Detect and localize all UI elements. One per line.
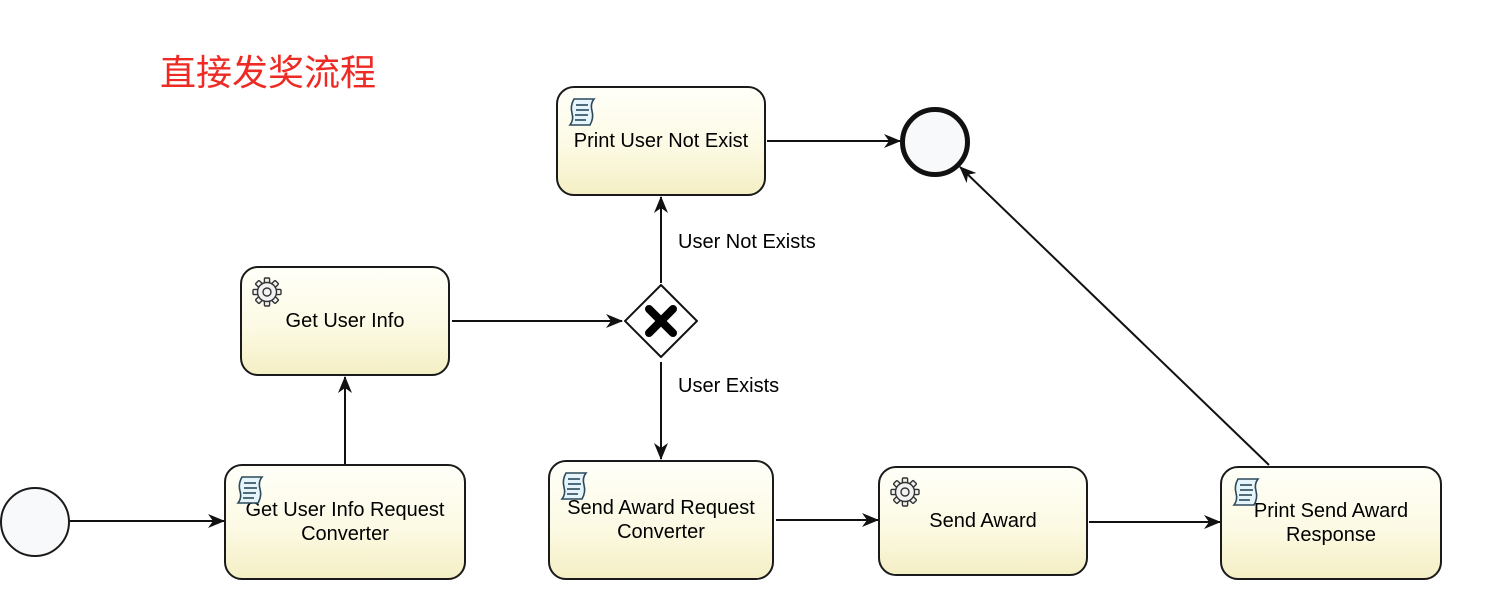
task-send-award-request-converter[interactable]: Send Award Request Converter <box>548 460 774 580</box>
task-get-user-info-request-converter[interactable]: Get User Info Request Converter <box>224 464 466 580</box>
gear-icon <box>252 277 282 307</box>
end-event[interactable] <box>900 107 970 177</box>
task-get-user-info[interactable]: Get User Info <box>240 266 450 376</box>
flow-label-user-not-exists: User Not Exists <box>678 231 816 253</box>
task-label-line-2: Converter <box>617 521 705 543</box>
exclusive-gateway[interactable] <box>624 284 698 358</box>
task-label-line-1: Get User Info Request <box>245 499 445 521</box>
task-label: Send Award Request Converter <box>561 496 761 544</box>
task-label-line-2: Converter <box>301 523 389 545</box>
flow-print-response-to-end <box>959 166 1270 466</box>
task-label-line-1: Send Award Request <box>567 497 755 519</box>
task-print-send-award-response[interactable]: Print Send Award Response <box>1220 466 1442 580</box>
page-title: 直接发奖流程 <box>160 53 377 94</box>
script-icon <box>568 98 596 126</box>
task-print-user-not-exist[interactable]: Print User Not Exist <box>556 86 766 196</box>
script-icon <box>560 472 588 500</box>
script-icon <box>236 476 264 504</box>
gear-icon <box>890 477 920 507</box>
task-label: Send Award <box>929 510 1037 532</box>
task-send-award[interactable]: Send Award <box>878 466 1088 576</box>
x-icon <box>645 305 677 337</box>
task-label: Print User Not Exist <box>573 130 749 152</box>
script-icon <box>1232 478 1260 506</box>
task-label: Get User Info <box>285 310 405 332</box>
task-label: Print Send Award Response <box>1248 499 1414 547</box>
flow-label-user-exists: User Exists <box>678 375 780 397</box>
task-label-line-2: Response <box>1285 524 1377 546</box>
start-event[interactable] <box>0 487 70 557</box>
task-label: Get User Info Request Converter <box>240 498 451 546</box>
task-label-line-1: Print Send Award <box>1253 500 1409 522</box>
